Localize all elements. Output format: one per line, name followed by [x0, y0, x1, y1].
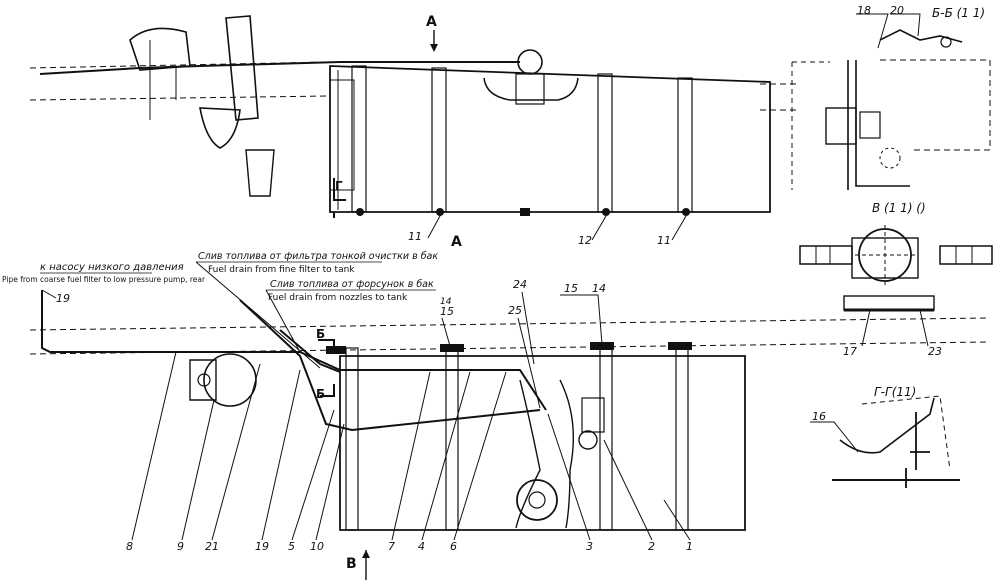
view-v-title: В (1 1) () [872, 201, 926, 215]
main-fuel-cap [516, 479, 558, 521]
n21: 21 [205, 540, 219, 553]
n18: 18 [857, 4, 871, 17]
section-bb [791, 13, 991, 190]
n5: 5 [288, 540, 295, 553]
top-view [29, 15, 800, 218]
n23: 23 [928, 345, 942, 358]
n14-left: 14 [440, 297, 452, 307]
top-tank-straps [351, 65, 693, 213]
n15-mid: 15 [564, 282, 578, 295]
top-filler-neck [483, 77, 579, 101]
n4: 4 [418, 540, 425, 553]
n3: 3 [586, 540, 593, 553]
top-tank-bracket [329, 79, 355, 191]
n7: 7 [388, 540, 395, 553]
note-low-pressure-ru: к насосу низкого давления [40, 262, 184, 273]
main-pump [189, 353, 257, 407]
n6: 6 [450, 540, 457, 553]
view-b-arrow: В [346, 550, 370, 580]
main-view [29, 290, 991, 531]
note-fine-filter-ru: Слив топлива от фильтра тонкой очистки в… [198, 251, 438, 262]
n11-top-b: 11 [657, 234, 671, 247]
top-filter-assembly [129, 15, 275, 197]
note-nozzles-ru: Слив топлива от форсунок в бак [270, 279, 434, 290]
view-b-bottom-label: В [346, 556, 357, 572]
n12-top: 12 [578, 234, 592, 247]
main-tank-body [339, 355, 746, 531]
note-low-pressure-en: Pipe from coarse fuel filter to low pres… [2, 275, 206, 284]
n24: 24 [513, 278, 527, 291]
n14-mid: 14 [592, 282, 606, 295]
view-a-top-label: А [426, 14, 437, 30]
note-fine-filter-en: Fuel drain from fine filter to tank [208, 265, 355, 275]
top-fuel-cap [517, 49, 543, 75]
section-gg-title: Г-Г(11) [874, 385, 916, 399]
section-bb-title: Б-Б (1 1) [932, 6, 985, 20]
section-b-lower-label: Б [316, 387, 325, 401]
n19-top: 19 [56, 292, 70, 305]
view-v [799, 225, 993, 347]
n15-left: 15 [440, 305, 454, 318]
section-g-left-label: Г [335, 179, 343, 193]
n10: 10 [310, 540, 324, 553]
top-tank-body [329, 65, 771, 213]
view-a-arrow-top: А [426, 14, 438, 52]
note-nozzles-en: Fuel drain from nozzles to tank [268, 293, 408, 303]
view-a-bottom-label: А [451, 234, 462, 250]
n25: 25 [508, 304, 522, 317]
section-gg [810, 395, 960, 488]
n20: 20 [890, 4, 904, 17]
n9: 9 [177, 540, 184, 553]
section-b-upper-label: Б [316, 327, 325, 341]
n8: 8 [126, 540, 133, 553]
n1: 1 [686, 540, 693, 553]
n16: 16 [812, 410, 826, 423]
n2: 2 [648, 540, 655, 553]
n17: 17 [843, 345, 857, 358]
n19-bottom: 19 [255, 540, 269, 553]
n11-top-a: 11 [408, 230, 422, 243]
